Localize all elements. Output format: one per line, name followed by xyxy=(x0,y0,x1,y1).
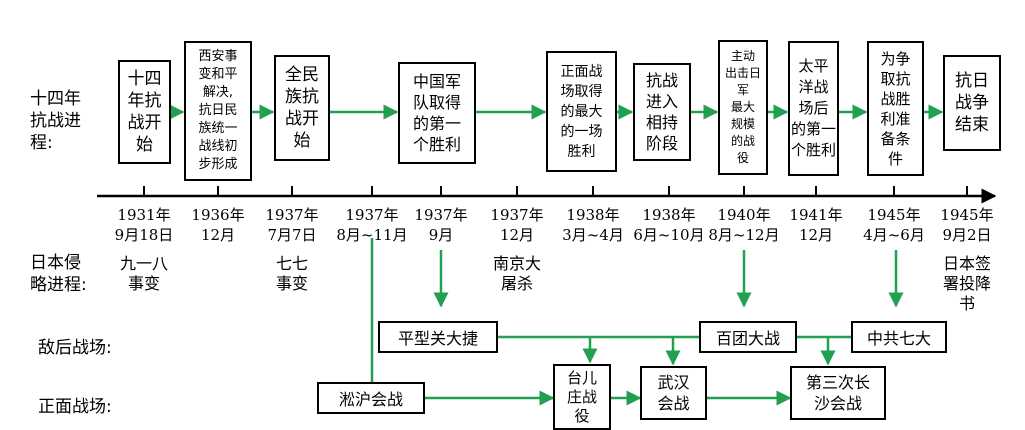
battle-box-qida: 中共七大 xyxy=(851,321,947,353)
date-label: 1936年 12月 xyxy=(191,206,245,244)
date-label: 1945年 9月2日 xyxy=(940,206,994,244)
row-label-enemy-rear: 敌后战场: xyxy=(38,338,112,358)
stage-box-xian-incident: 西安事 变和平 解决, 抗日民 族统一 战线初 步形成 xyxy=(184,41,252,181)
row-label-fourteen-years: 十四年 抗战进 程: xyxy=(30,89,81,153)
battle-box-changsha: 第三次长 沙会战 xyxy=(790,366,886,420)
stage-text: 抗日 战争 结束 xyxy=(955,71,989,135)
stage-text: 太平 洋战 场后 的第一 个胜利 xyxy=(790,57,836,159)
date-label: 1937年 8月~11月 xyxy=(336,206,408,244)
stage-text: 西安事 变和平 解决, 抗日民 族统一 战线初 步形成 xyxy=(198,49,238,172)
date-label: 1937年 9月 xyxy=(414,206,468,244)
stage-box-stalemate: 抗战 进入 相持 阶段 xyxy=(633,63,691,161)
battle-text: 武汉 会战 xyxy=(657,373,690,413)
row-label-frontal: 正面战场: xyxy=(38,397,112,417)
battle-box-wuhan: 武汉 会战 xyxy=(640,366,707,420)
battle-text: 台儿 庄战 役 xyxy=(566,368,597,425)
stage-box-prepare-victory: 为争 取抗 战胜 利准 备条 件 xyxy=(867,41,924,176)
stage-text: 主动 出击日军 最大 规模 的战 役 xyxy=(724,49,761,165)
stage-text: 抗战 进入 相持 阶段 xyxy=(645,71,678,153)
stage-box-first-victory: 中国军 队取得 的第一 个胜利 xyxy=(398,62,476,164)
stage-box-largest-frontal-victory: 正面战 场取得 的最大 的一场 胜利 xyxy=(546,51,617,172)
date-label: 1940年 8月~12月 xyxy=(708,206,780,244)
battle-text: 百团大战 xyxy=(715,329,780,348)
stage-box-largest-offensive: 主动 出击日军 最大 规模 的战 役 xyxy=(718,40,768,175)
invasion-event-qiqi: 七七 事变 xyxy=(275,254,308,293)
stage-text: 正面战 场取得 的最大 的一场 胜利 xyxy=(560,63,603,160)
date-label: 1941年 12月 xyxy=(789,206,843,244)
stage-text: 全民 族抗 战开 始 xyxy=(285,65,319,151)
battle-text: 平型关大捷 xyxy=(397,329,478,348)
stage-box-war-start: 十四 年抗 战开 始 xyxy=(118,60,171,164)
stage-text: 中国军 队取得 的第一 个胜利 xyxy=(412,72,461,154)
date-label: 1938年 3月~4月 xyxy=(562,206,624,244)
battle-text: 淞沪会战 xyxy=(338,390,403,409)
stage-box-war-end: 抗日 战争 结束 xyxy=(943,55,1001,151)
stage-text: 十四 年抗 战开 始 xyxy=(127,69,162,155)
invasion-event-jiuyiba: 九一八 事变 xyxy=(119,254,168,293)
date-label: 1938年 6月~10月 xyxy=(633,206,705,244)
invasion-event-nanjing: 南京大 屠杀 xyxy=(492,254,541,293)
date-label: 1931年 9月18日 xyxy=(114,206,174,244)
stage-text: 为争 取抗 战胜 利准 备条 件 xyxy=(880,49,911,168)
battle-box-pingxingguan: 平型关大捷 xyxy=(378,321,498,353)
battle-box-songhu: 淞沪会战 xyxy=(317,382,425,414)
stage-box-pacific-first-victory: 太平 洋战 场后 的第一 个胜利 xyxy=(788,41,839,176)
row-label-invasion: 日本侵 略进程: xyxy=(30,253,87,295)
battle-box-taierzhuang: 台儿 庄战 役 xyxy=(553,364,611,430)
battle-text: 第三次长 沙会战 xyxy=(805,373,870,413)
date-label: 1937年 7月7日 xyxy=(265,206,319,244)
battle-box-baituan: 百团大战 xyxy=(699,321,797,353)
date-label: 1937年 12月 xyxy=(490,206,544,244)
battle-text: 中共七大 xyxy=(866,329,931,348)
date-label: 1945年 4月~6月 xyxy=(863,206,925,244)
stage-box-full-war-start: 全民 族抗 战开 始 xyxy=(274,55,330,161)
invasion-event-surrender: 日本签 署投降 书 xyxy=(942,254,991,313)
